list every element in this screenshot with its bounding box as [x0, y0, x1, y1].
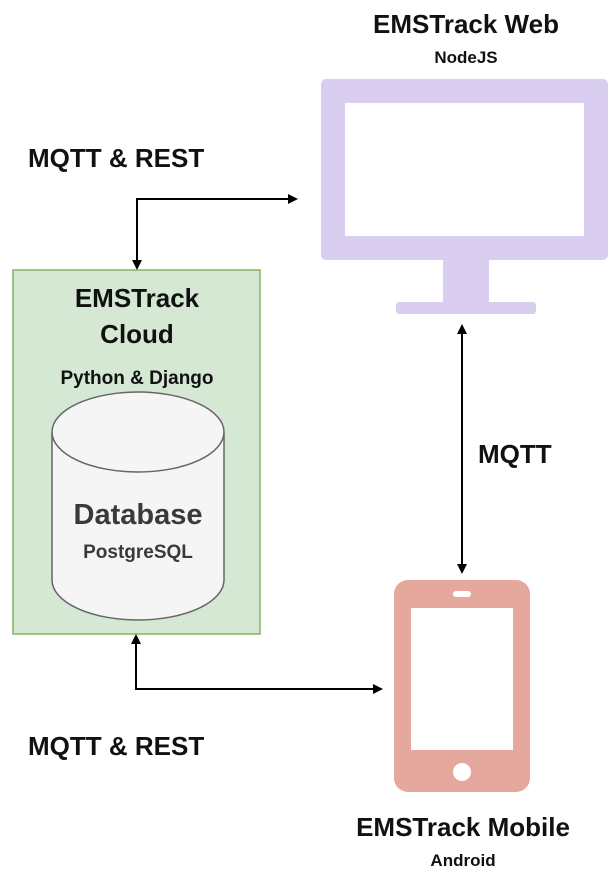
cloud-mobile-connection: MQTT & REST: [28, 634, 383, 761]
cloud-subtitle: Python & Django: [60, 368, 213, 389]
monitor-screen-inner: [345, 103, 584, 236]
phone-icon: [394, 580, 530, 792]
web-mobile-label: MQTT: [478, 439, 552, 469]
phone-speaker: [453, 591, 471, 597]
monitor-icon: [321, 79, 608, 314]
database-title: Database: [74, 499, 203, 531]
cloud-mobile-label: MQTT & REST: [28, 731, 204, 761]
cloud-web-arrow: [132, 194, 298, 270]
monitor-base: [396, 302, 536, 314]
mobile-title: EMSTrack Mobile: [356, 812, 570, 842]
database-top: [51, 391, 225, 473]
web-title: EMSTrack Web: [373, 9, 559, 39]
cloud-title-line2: Cloud: [100, 319, 174, 349]
cloud-web-label: MQTT & REST: [28, 143, 204, 173]
cloud-title-line1: EMSTrack: [75, 283, 200, 313]
database-body: [51, 432, 225, 621]
phone-home-button: [453, 763, 471, 781]
cloud-web-connection: MQTT & REST: [28, 143, 298, 270]
monitor-stand: [443, 260, 489, 304]
database-cylinder: Database PostgreSQL: [51, 391, 225, 621]
web-mobile-connection: MQTT: [457, 324, 552, 574]
cloud-node: EMSTrack Cloud Python & Django Database …: [12, 269, 261, 635]
phone-screen: [411, 608, 513, 750]
cloud-mobile-arrow: [131, 634, 383, 694]
web-node: EMSTrack Web NodeJS: [321, 9, 608, 314]
database-subtitle: PostgreSQL: [83, 542, 193, 563]
web-subtitle: NodeJS: [434, 48, 497, 67]
mobile-node: EMSTrack Mobile Android: [356, 580, 570, 870]
mobile-subtitle: Android: [430, 851, 495, 870]
